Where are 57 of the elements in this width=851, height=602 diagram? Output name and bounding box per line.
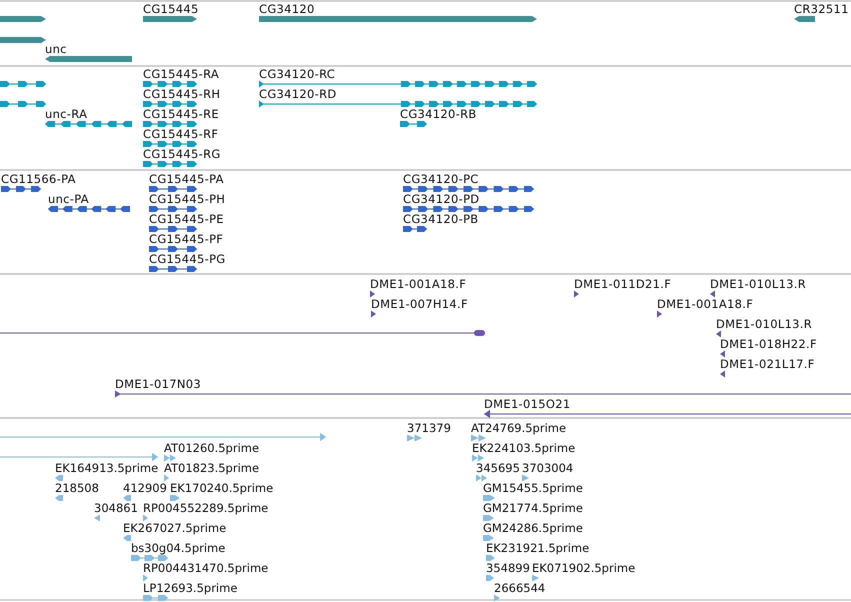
feature-label: DME1-015O21 xyxy=(484,397,570,411)
feature-label: RP004431470.5prime xyxy=(143,561,268,575)
feature-label: CG11566-PA xyxy=(1,172,76,186)
feature-label: CG34120-RC xyxy=(259,67,336,81)
feature-label: DME1-010L13.R xyxy=(710,277,806,291)
feature-label: CR32511 xyxy=(794,2,849,16)
feature-label: AT01823.5prime xyxy=(164,461,260,475)
feature-label: 304861 xyxy=(94,501,138,515)
feature-label: 354899 xyxy=(486,561,530,575)
feature-label: DME1-017N03 xyxy=(115,377,201,391)
feature-label: AT01260.5prime xyxy=(164,441,260,455)
feature-label: GM15455.5prime xyxy=(483,481,583,495)
feature-label: EK224103.5prime xyxy=(472,441,576,455)
feature-label: 2666544 xyxy=(494,581,546,595)
feature-label: CG15445-RH xyxy=(143,87,220,101)
feature-label: CG15445-RA xyxy=(143,67,220,81)
feature-label: 3703004 xyxy=(522,461,574,475)
feature-label: 412909 xyxy=(123,481,167,495)
feature-label: CG34120-PC xyxy=(403,172,479,186)
feature-label: unc-RA xyxy=(45,107,88,121)
feature-label: DME1-001A18.F xyxy=(657,297,754,311)
feature-label: AT24769.5prime xyxy=(471,421,566,435)
feature-label: DME1-018H22.F xyxy=(720,337,817,351)
feature-label: 218508 xyxy=(55,481,99,495)
feature-label: GM21774.5prime xyxy=(483,501,583,515)
feature-label: 345695 xyxy=(476,461,520,475)
feature-label: CG34120 xyxy=(259,2,315,16)
feature-label: CG15445-RE xyxy=(143,107,219,121)
feature-label: EK071902.5prime xyxy=(532,561,636,575)
feature-label: DME1-001A18.F xyxy=(370,277,466,291)
feature-label: CG15445-PA xyxy=(149,172,224,186)
feature-label: EK164913.5prime xyxy=(55,461,158,475)
feature-label: CG15445-RG xyxy=(143,147,221,161)
feature-label: DME1-010L13.R xyxy=(716,317,812,331)
feature-label: CG34120-RD xyxy=(259,87,337,101)
feature-label: EK170240.5prime xyxy=(170,481,274,495)
feature-label: CG34120-RB xyxy=(400,107,477,121)
feature-label: CG15445-RF xyxy=(143,127,218,141)
feature-label: bs30g04.5prime xyxy=(131,541,226,555)
feature-label: RP004552289.5prime xyxy=(143,501,268,515)
feature-label: CG34120-PD xyxy=(403,192,480,206)
feature-label: DME1-021L17.F xyxy=(720,357,815,371)
feature-label: CG34120-PB xyxy=(403,212,478,226)
feature-label: GM24286.5prime xyxy=(483,521,583,535)
feature-label: DME1-007H14.F xyxy=(371,297,468,311)
feature-label: CG15445 xyxy=(143,2,199,16)
feature-label: unc-PA xyxy=(48,192,89,206)
feature-label: DME1-011D21.F xyxy=(574,277,672,291)
feature-label: CG15445-PH xyxy=(149,192,226,206)
feature-label: CG15445-PG xyxy=(149,252,226,266)
feature-label: 371379 xyxy=(407,421,451,435)
feature-label: CG15445-PE xyxy=(149,212,224,226)
feature-label: EK267027.5prime xyxy=(123,521,226,535)
feature-label: unc xyxy=(45,42,67,56)
feature-label: LP12693.5prime xyxy=(143,581,238,595)
feature-label: EK231921.5prime xyxy=(486,541,590,555)
feature-label: CG15445-PF xyxy=(149,232,224,246)
